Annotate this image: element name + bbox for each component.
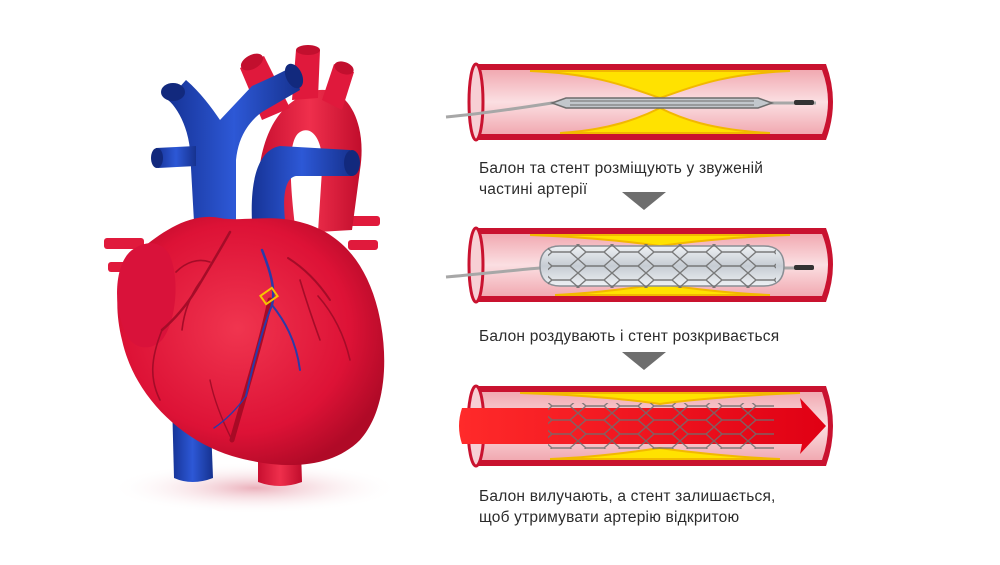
heart-shadow (110, 462, 400, 514)
step-3-line-1: Балон вилучають, а стент залишається, (479, 486, 776, 507)
step-1-line-2: частині артерії (479, 179, 763, 200)
step-3-caption: Балон вилучають, а стент залишається, що… (479, 486, 776, 528)
artery-step-2 (446, 228, 833, 302)
artery-step-1 (446, 64, 833, 140)
step-1-line-1: Балон та стент розміщують у звуженій (479, 158, 763, 179)
step-2-caption: Балон роздувають і стент розкривається (479, 326, 779, 347)
heart-illustration (104, 45, 400, 514)
collapsed-balloon-stent (552, 98, 772, 108)
vessel-right-lower (348, 240, 378, 250)
artery-step-3 (459, 386, 833, 466)
expanded-stent-2 (548, 244, 776, 288)
step-1-caption: Балон та стент розміщують у звуженій час… (479, 158, 763, 200)
step-3-line-2: щоб утримувати артерію відкритою (479, 507, 776, 528)
step-2-line-1: Балон роздувають і стент розкривається (479, 326, 779, 347)
step-arrow-2 (622, 352, 666, 370)
right-atrium (117, 243, 176, 347)
expanded-stent-3 (548, 403, 774, 449)
